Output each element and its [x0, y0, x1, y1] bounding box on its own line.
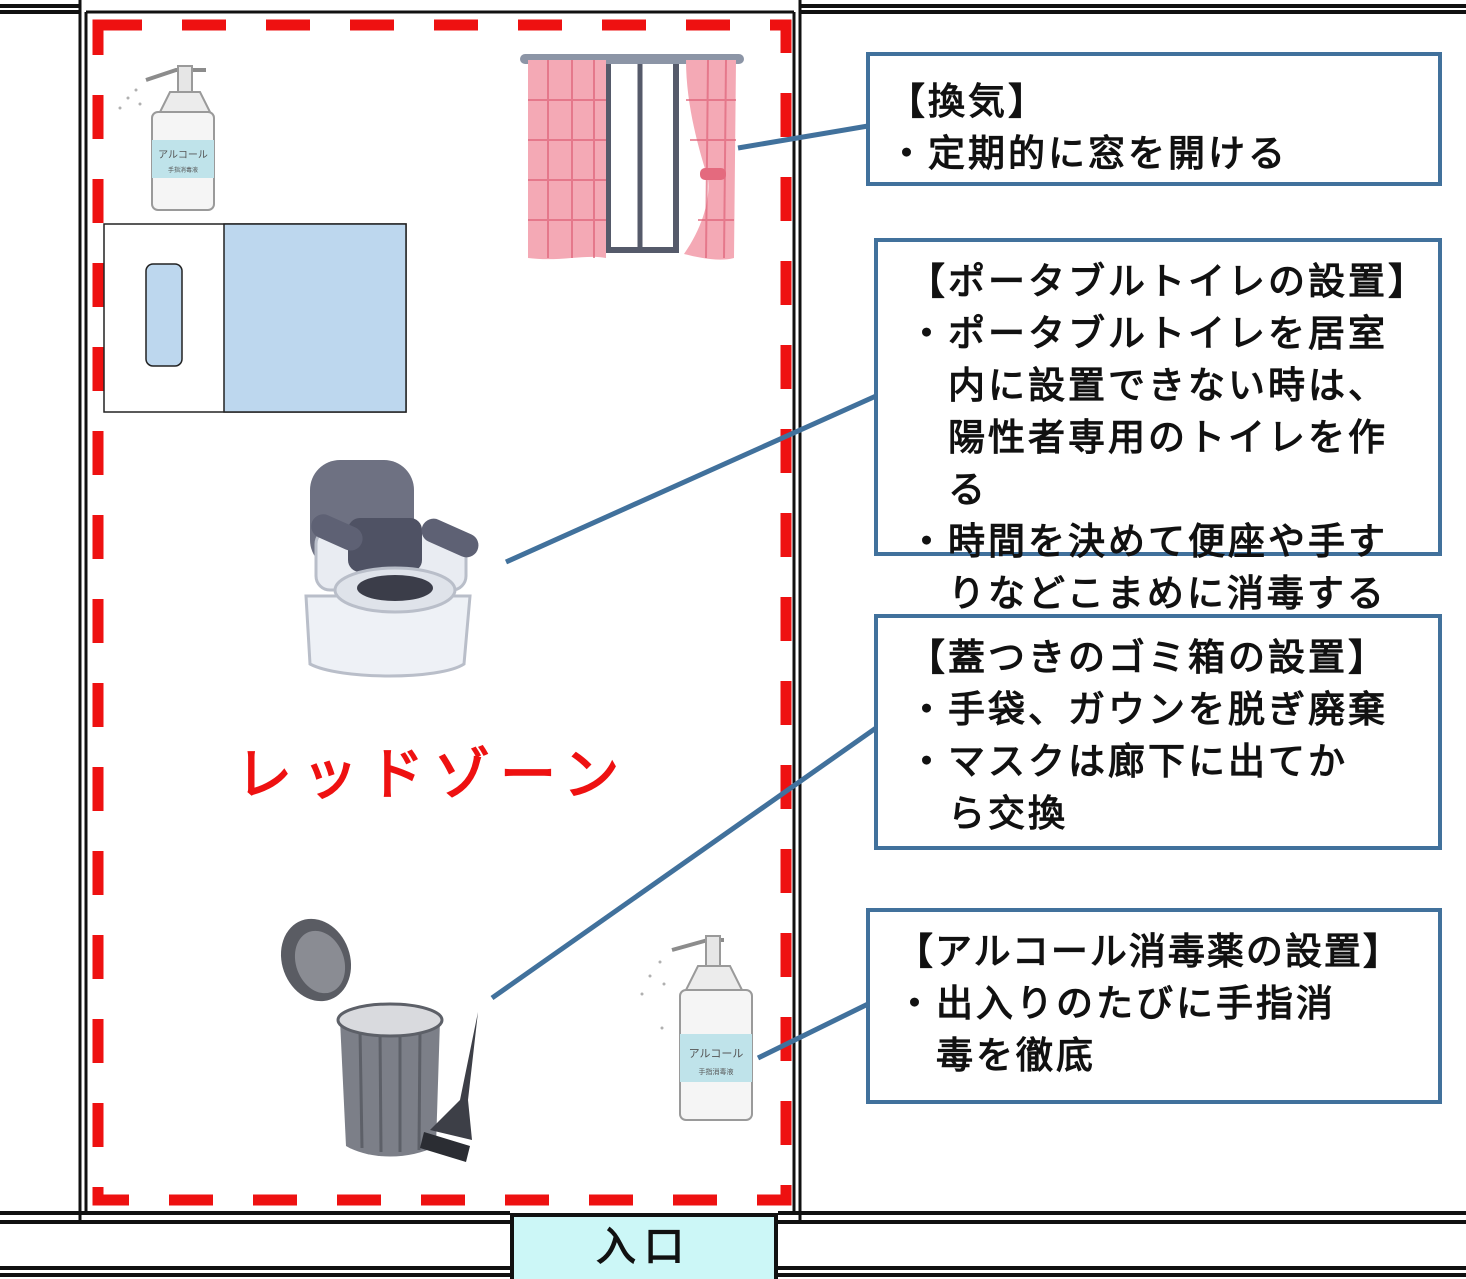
leader-line-trash — [490, 725, 878, 1001]
leader-line-alcohol — [756, 1001, 870, 1061]
callout-trash-bullet-1: 手袋、ガウンを脱ぎ廃棄 — [908, 684, 1420, 736]
bottle-label-brand-2: アルコール — [689, 1047, 744, 1060]
callout-toilet-bullet-2: 時間を決めて便座や手すりなどこまめに消毒する — [908, 516, 1420, 620]
bed-icon — [103, 223, 407, 413]
callout-trash-bullet-2: マスクは廊下に出てから交換 — [908, 736, 1420, 840]
entrance-label: 入口 — [510, 1213, 778, 1279]
leader-lines — [490, 123, 878, 1061]
leader-line-toilet — [504, 393, 878, 565]
bottle-label-sub-2: 手指消毒液 — [699, 1067, 734, 1076]
callout-alcohol: 【アルコール消毒薬の設置】 出入りのたびに手指消毒を徹底 — [866, 908, 1442, 1104]
corridor-wall — [0, 1211, 1466, 1277]
portable-toilet-icon — [304, 460, 479, 678]
callout-trash-title: 【蓋つきのゴミ箱の設置】 — [908, 636, 1388, 679]
trash-can-icon — [280, 918, 478, 1162]
callout-alcohol-bullet-1: 出入りのたびに手指消毒を徹底 — [896, 978, 1420, 1082]
red-zone-label: レッドゾーン — [236, 743, 630, 808]
callout-trash: 【蓋つきのゴミ箱の設置】 手袋、ガウンを脱ぎ廃棄 マスクは廊下に出てから交換 — [874, 614, 1442, 850]
top-wall — [0, 4, 1466, 14]
callout-ventilation: 【換気】 定期的に窓を開ける — [866, 52, 1442, 186]
callout-alcohol-title: 【アルコール消毒薬の設置】 — [896, 930, 1402, 973]
alcohol-bottle-icon-2: アルコール 手指消毒液 — [640, 935, 753, 1121]
callout-ventilation-bullet-1: 定期的に窓を開ける — [888, 128, 1420, 180]
window-curtain-icon — [520, 54, 744, 260]
callout-toilet-bullet-1: ポータブルトイレを居室内に設置できない時は、陽性者専用のトイレを作る — [908, 308, 1420, 516]
bottle-label-brand: アルコール — [158, 150, 208, 161]
alcohol-bottle-icon: アルコール 手指消毒液 — [118, 65, 215, 211]
bottle-label-sub: 手指消毒液 — [168, 166, 198, 174]
callout-toilet: 【ポータブルトイレの設置】 ポータブルトイレを居室内に設置できない時は、陽性者専… — [874, 238, 1442, 615]
callout-ventilation-title: 【換気】 — [888, 80, 1048, 123]
red-zone-boundary — [92, 19, 792, 1206]
callout-toilet-title: 【ポータブルトイレの設置】 — [908, 260, 1428, 303]
leader-line-ventilation — [737, 123, 869, 151]
room-walls — [78, 0, 802, 1222]
